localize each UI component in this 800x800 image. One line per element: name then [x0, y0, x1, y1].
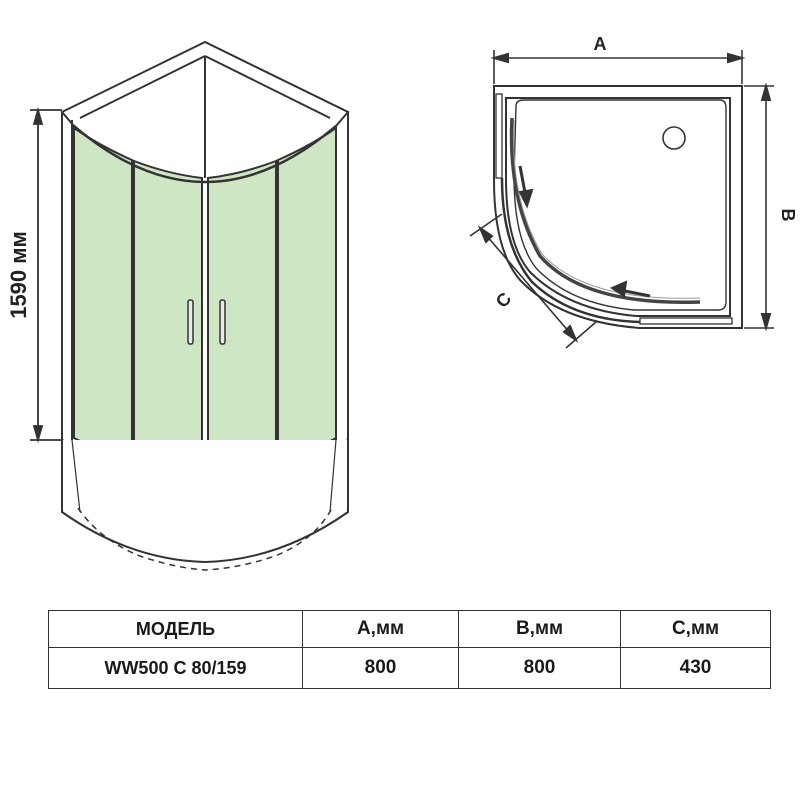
height-dimension — [30, 106, 62, 444]
plan-left-wall-panel — [495, 93, 503, 179]
dim-c-arrow-top — [477, 225, 494, 244]
dim-b-label: B — [778, 209, 798, 222]
dim-c-arrow-bottom — [562, 324, 579, 343]
plan-view — [469, 50, 774, 349]
glass-panel-left-fixed — [73, 126, 133, 464]
tray-base-dashed — [77, 507, 333, 571]
plan-door-curve-inner — [509, 117, 701, 305]
spec-table: МОДЕЛЬ А,мм В,мм С,мм WW500 C 80/159 800… — [48, 610, 771, 689]
cell-a: 800 — [302, 647, 459, 689]
dim-a-arrow-right — [727, 52, 746, 64]
cabin-perspective-view — [60, 40, 350, 571]
header-a: А,мм — [302, 610, 459, 648]
dim-b-arrow-top — [760, 82, 772, 101]
height-label: 1590 мм — [6, 231, 31, 319]
plan-door-curve-outer — [500, 177, 641, 324]
header-model: МОДЕЛЬ — [48, 610, 303, 648]
plan-arrow-bottom-head — [609, 280, 628, 298]
cell-c: 430 — [620, 647, 771, 689]
cabin-back-right — [204, 55, 331, 119]
cell-b: 800 — [458, 647, 621, 689]
dim-c-line — [479, 227, 577, 341]
door-handle-right — [219, 299, 226, 345]
dim-a-label: A — [594, 34, 607, 54]
dim-c-label: C — [492, 288, 516, 311]
header-c: С,мм — [620, 610, 771, 648]
dim-c-tick-bottom — [565, 321, 597, 349]
dim-a-arrow-left — [490, 52, 509, 64]
header-b: В,мм — [458, 610, 621, 648]
plan-arrow-left-head — [518, 188, 534, 209]
plan-basin-inner — [513, 99, 727, 311]
tray-foot-left — [71, 439, 81, 513]
door-handle-left — [187, 299, 194, 345]
cell-model: WW500 C 80/159 — [48, 647, 303, 689]
height-arrow-bottom — [32, 425, 44, 444]
glass-panel-right-fixed — [277, 126, 337, 464]
plan-door-curve-highlight — [513, 119, 701, 299]
plan-basin-outer — [505, 97, 731, 317]
dim-c-tick-top — [469, 213, 503, 237]
table-row: WW500 C 80/159 800 800 430 — [48, 647, 771, 689]
tray-foot-right — [329, 439, 337, 513]
cabin-back-left — [79, 55, 206, 119]
height-arrow-top — [32, 106, 44, 125]
spec-table-header-row: МОДЕЛЬ А,мм В,мм С,мм — [48, 610, 771, 648]
dim-b-arrow-bottom — [760, 313, 772, 332]
tray-front — [61, 440, 349, 564]
cabin-top-rail — [73, 125, 337, 184]
plan-drain — [662, 126, 686, 150]
